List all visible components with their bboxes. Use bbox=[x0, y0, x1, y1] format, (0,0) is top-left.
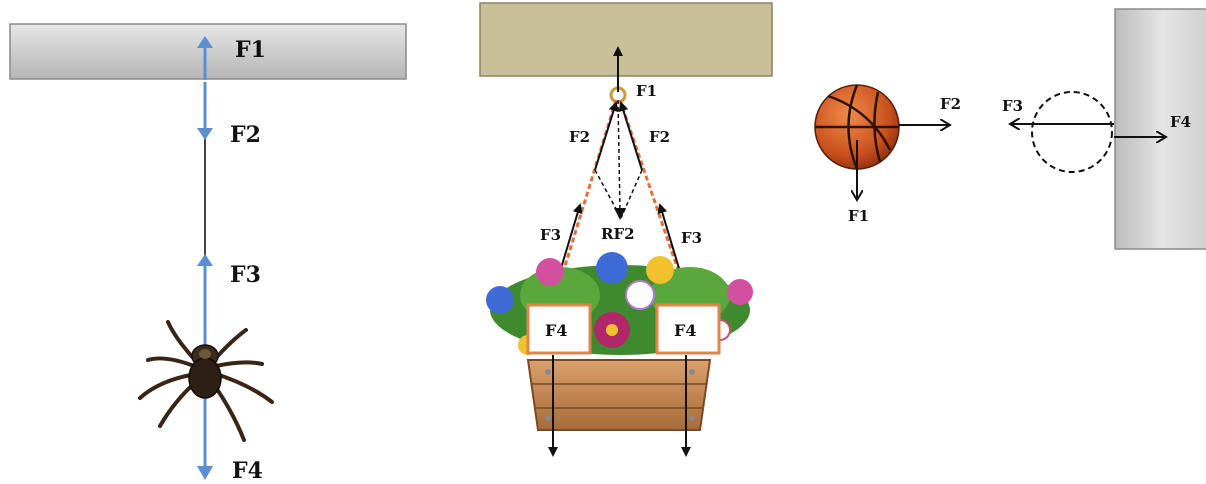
resultant-construction bbox=[594, 99, 643, 219]
label-f3: F3 bbox=[1002, 97, 1023, 115]
arrowhead-f2 bbox=[197, 128, 213, 140]
label-f2-left: F2 bbox=[569, 128, 590, 146]
ceiling-beam bbox=[479, 2, 773, 77]
label-f3-left: F3 bbox=[540, 226, 561, 244]
arrowhead-rf2 bbox=[614, 208, 626, 220]
label-f1: F1 bbox=[235, 37, 266, 63]
f4-box-right bbox=[655, 303, 721, 355]
spider-panel: F1 F2 F3 F4 bbox=[9, 23, 407, 484]
ball-outline-dashed bbox=[1031, 91, 1113, 173]
label-f3: F3 bbox=[230, 262, 261, 288]
ball-panel: F1 F2 F3 F4 bbox=[814, 8, 1206, 250]
force-arrow-f2-right bbox=[618, 101, 643, 171]
arrowhead-f4 bbox=[197, 466, 213, 480]
label-f3-right: F3 bbox=[681, 229, 702, 247]
label-f2: F2 bbox=[230, 122, 261, 148]
wall bbox=[1114, 8, 1206, 250]
wooden-crate bbox=[526, 359, 712, 431]
basketball bbox=[814, 84, 900, 170]
label-f2: F2 bbox=[940, 95, 961, 113]
ceiling-block bbox=[9, 23, 407, 80]
arrowhead-f3 bbox=[197, 254, 213, 266]
label-f4: F4 bbox=[1170, 113, 1191, 131]
label-f2-right: F2 bbox=[649, 128, 670, 146]
label-rf2: RF2 bbox=[601, 225, 635, 243]
label-f1: F1 bbox=[848, 207, 869, 225]
basket-panel: F1 F2 F2 F3 F3 RF2 F4 F4 bbox=[479, 2, 773, 457]
arrowhead-f1 bbox=[197, 36, 213, 48]
label-f4-right: F4 bbox=[674, 321, 697, 340]
spider-illustration bbox=[138, 320, 274, 442]
label-f1: F1 bbox=[636, 82, 657, 100]
f4-box-left bbox=[526, 303, 592, 355]
label-f4: F4 bbox=[232, 458, 263, 484]
force-arrow-f2-left bbox=[594, 101, 619, 171]
label-f4-left: F4 bbox=[545, 321, 568, 340]
